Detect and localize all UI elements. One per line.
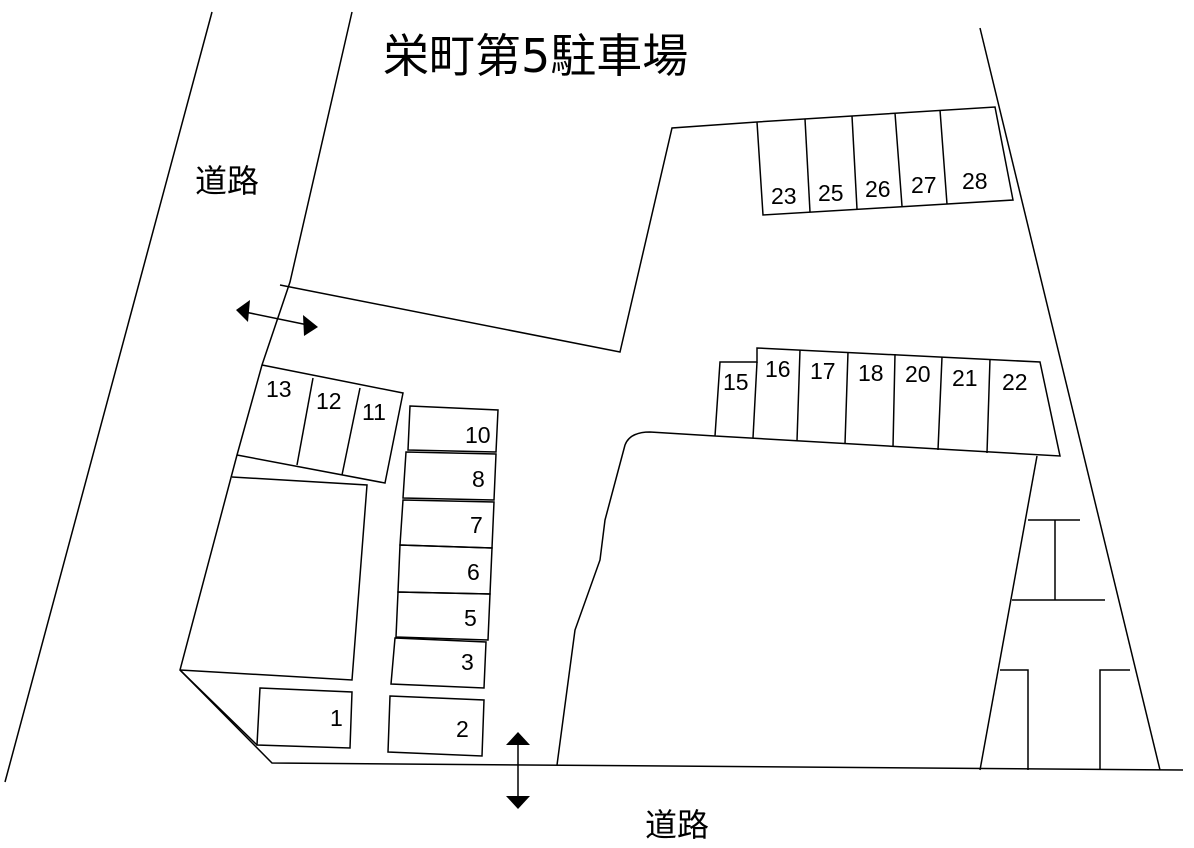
slot-12: 12 — [316, 388, 342, 414]
slot-28: 28 — [962, 168, 988, 194]
slot-23: 23 — [771, 183, 797, 209]
slot-2: 2 — [456, 716, 469, 742]
slot-20: 20 — [905, 361, 931, 387]
road-label-west: 道路 — [195, 162, 259, 200]
slot-18: 18 — [858, 360, 884, 386]
slot-13: 13 — [266, 376, 292, 402]
slot-3: 3 — [461, 649, 474, 675]
slot-16: 16 — [765, 356, 791, 382]
slot-6: 6 — [467, 559, 480, 585]
slot-21: 21 — [952, 365, 978, 391]
slot-5: 5 — [464, 605, 477, 631]
entrance-arrow-south — [506, 732, 530, 809]
lot-outlines — [4, 11, 1184, 783]
slot-1: 1 — [330, 705, 343, 731]
slot-27: 27 — [911, 172, 937, 198]
slot-numbers: 1 2 3 5 6 7 8 10 11 12 13 15 16 17 18 20… — [266, 168, 1028, 742]
slot-7: 7 — [470, 512, 483, 538]
slot-10: 10 — [465, 422, 491, 448]
slot-17: 17 — [810, 358, 836, 384]
road-label-south: 道路 — [645, 806, 709, 844]
slot-26: 26 — [865, 176, 891, 202]
entrance-arrow-west — [236, 300, 318, 336]
slot-25: 25 — [818, 180, 844, 206]
slot-15: 15 — [723, 369, 749, 395]
slot-11: 11 — [362, 399, 386, 425]
map-title: 栄町第5駐車場 — [383, 29, 688, 83]
slot-22: 22 — [1002, 369, 1028, 395]
slot-8: 8 — [472, 466, 485, 492]
